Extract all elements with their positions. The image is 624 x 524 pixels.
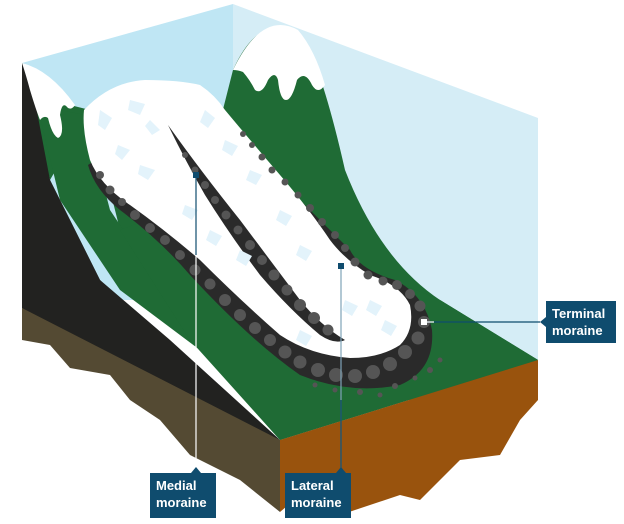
soil-side-left xyxy=(22,308,280,512)
terminal-label-line1: Terminal xyxy=(552,306,606,321)
terminal-label-line2: moraine xyxy=(552,323,603,338)
medial-marker xyxy=(193,172,199,178)
glacier-ice xyxy=(83,80,412,358)
left-mountain-snowcap xyxy=(22,63,75,138)
right-mountain-snowcap xyxy=(233,25,325,100)
medial-label-line1: Medial xyxy=(156,478,197,493)
medial-label-line2: moraine xyxy=(156,495,207,510)
lateral-marker xyxy=(338,263,344,269)
terminal-label-pointer xyxy=(540,317,546,327)
lateral-label-line2: moraine xyxy=(291,495,342,510)
medial-moraine-label: Medial moraine xyxy=(150,473,216,518)
lateral-moraine-label: Lateral moraine xyxy=(285,473,351,518)
lateral-label-line1: Lateral xyxy=(291,478,334,493)
ice-texture xyxy=(98,100,397,346)
medial-label-pointer xyxy=(191,467,201,473)
moraine-stones xyxy=(96,131,443,398)
terminal-moraine-label: Terminal moraine xyxy=(546,301,616,343)
lateral-label-pointer xyxy=(336,467,346,473)
terminal-marker xyxy=(421,319,427,325)
